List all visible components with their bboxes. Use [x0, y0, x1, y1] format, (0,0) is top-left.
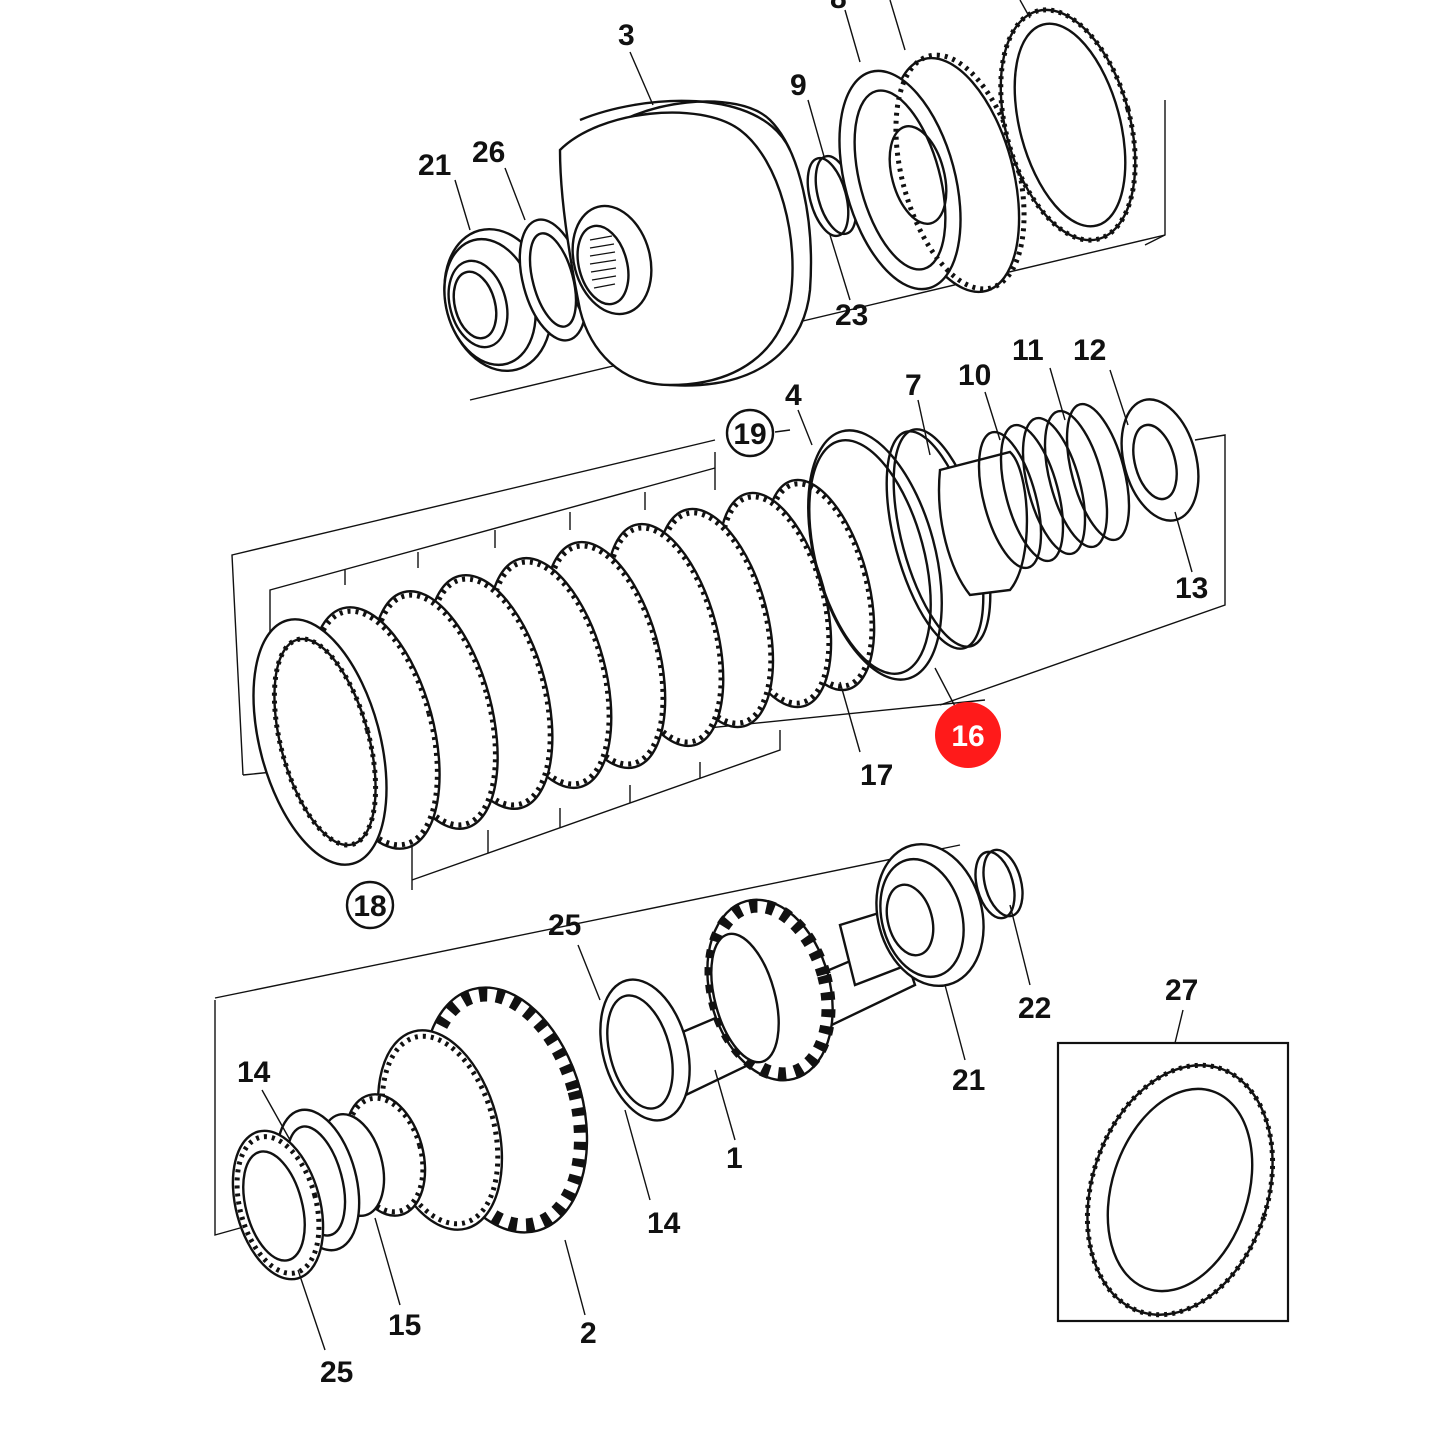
callout-25-middle: 25: [548, 909, 581, 942]
callout-14-right: 14: [647, 1207, 681, 1240]
callout-2: 2: [580, 1317, 597, 1350]
inset-27: [1056, 1009, 1290, 1323]
callout-25-left: 25: [320, 1356, 353, 1389]
callout-19-label: 19: [733, 418, 766, 451]
callout-19: 19: [725, 408, 775, 458]
callout-16-label: 16: [951, 720, 984, 753]
bearing-25-middle: [599, 978, 691, 1122]
callout-10: 10: [958, 359, 991, 392]
callout-18: 18: [345, 880, 395, 930]
callout-9: 9: [790, 69, 807, 102]
bearing-21-top: [443, 227, 553, 373]
callout-12: 12: [1073, 334, 1106, 367]
bearing-25-left: [231, 1129, 325, 1281]
shaft-assembly: [214, 842, 1031, 1351]
clutch-discs: [252, 478, 876, 866]
callout-18-label: 18: [353, 890, 386, 923]
callout-13: 13: [1175, 572, 1208, 605]
callout-23: 23: [835, 299, 868, 332]
callout-labels: 3 8 9 21 26 23 4 7 10 11 12 13 17 19 18 …: [237, 0, 1208, 1389]
callout-21-bottom: 21: [952, 1064, 985, 1097]
washer-12: [1120, 398, 1200, 522]
callout-11: 11: [1012, 334, 1044, 367]
drum-3: [558, 99, 813, 387]
callout-14-left: 14: [237, 1056, 271, 1089]
callout-1: 1: [726, 1142, 743, 1175]
top-assembly: [443, 0, 1166, 401]
callout-17: 17: [860, 759, 893, 792]
callout-21-top: 21: [418, 149, 451, 182]
plate-top-right: [998, 7, 1138, 243]
piston-8: [838, 52, 1027, 294]
callout-16-highlight: 16: [935, 702, 1001, 768]
callout-27: 27: [1165, 974, 1198, 1007]
callout-22: 22: [1018, 992, 1051, 1025]
callout-26: 26: [472, 136, 505, 169]
callout-3: 3: [618, 19, 635, 52]
ring-4: [807, 429, 943, 681]
callout-8: 8: [830, 0, 847, 15]
snap-ring-22: [974, 848, 1024, 920]
bearing-21-bottom: [875, 842, 985, 988]
callout-4: 4: [785, 379, 802, 412]
clutch-pack-assembly: [231, 367, 1226, 890]
callout-15: 15: [388, 1309, 421, 1342]
spring-11: [977, 402, 1131, 570]
gear-middle: [704, 898, 836, 1082]
callout-7: 7: [905, 369, 922, 402]
